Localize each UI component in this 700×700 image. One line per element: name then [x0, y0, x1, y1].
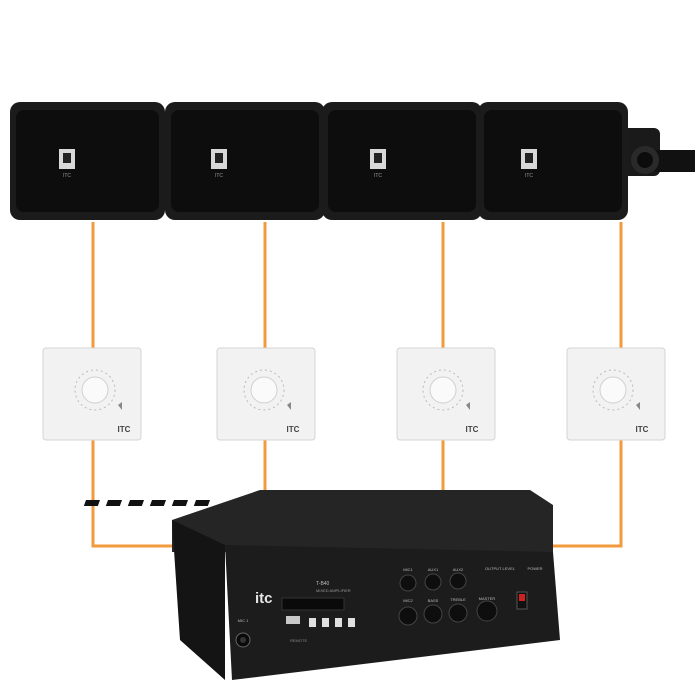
volume-control-brand: ITC — [466, 425, 479, 434]
knob-master[interactable] — [477, 601, 497, 621]
knob-label-aux2: AUX2 — [453, 567, 464, 572]
speaker-4: ITC — [478, 102, 628, 220]
volume-control-brand: ITC — [118, 425, 131, 434]
speaker-3: ITC — [322, 102, 482, 220]
player-button-mode[interactable] — [348, 618, 355, 627]
volume-control-2: ITC — [217, 348, 315, 440]
player-button-play[interactable] — [322, 618, 329, 627]
wire-control-1 — [93, 440, 175, 546]
volume-control-brand: ITC — [636, 425, 649, 434]
player-button-next[interactable] — [335, 618, 342, 627]
knob-mic2[interactable] — [399, 607, 417, 625]
player-button-prev[interactable] — [309, 618, 316, 627]
knob-bass[interactable] — [424, 605, 442, 623]
wire-control-4 — [545, 440, 621, 546]
volume-control-brand: ITC — [287, 425, 300, 434]
player-display — [282, 598, 344, 610]
amplifier: itc T-B40 MIXED AMPLIFIER REMOTE MIC1 AU… — [84, 490, 560, 680]
amplifier-model: T-B40 — [316, 581, 330, 587]
vent-slots — [84, 500, 210, 506]
power-label: POWER — [527, 566, 542, 571]
speaker-logo: ITC — [374, 173, 382, 179]
knob-label-treble: TREBLE — [450, 597, 466, 602]
knob-treble[interactable] — [449, 604, 467, 622]
volume-control-4: ITC — [567, 348, 665, 440]
amplifier-brand: itc — [255, 590, 273, 607]
knob-icon — [251, 377, 277, 403]
speaker-logo: ITC — [525, 173, 533, 179]
knob-label-bass: BASS — [428, 598, 439, 603]
player-label: REMOTE — [290, 638, 307, 643]
knob-icon — [82, 377, 108, 403]
knob-label-master: MASTER — [479, 596, 496, 601]
speaker-logo: ITC — [63, 173, 71, 179]
knob-icon — [430, 377, 456, 403]
output-level-label: OUTPUT LEVEL — [485, 566, 516, 571]
volume-control-1: ITC — [43, 348, 141, 440]
volume-controls-row: ITC ITC ITC ITC — [43, 348, 665, 440]
amplifier-subtitle: MIXED AMPLIFIER — [316, 588, 351, 593]
knob-icon — [600, 377, 626, 403]
speakers-row: ITC ITC ITC ITC — [10, 102, 695, 220]
speaker-1: ITC — [10, 102, 165, 220]
input-label: MIC 1 — [238, 618, 249, 623]
speaker-logo: ITC — [215, 173, 223, 179]
speaker-2: ITC — [165, 102, 325, 220]
knob-label-mic2: MIC2 — [403, 598, 413, 603]
knob-aux2[interactable] — [450, 573, 466, 589]
knob-label-mic1: MIC1 — [403, 567, 413, 572]
usb-port-icon[interactable] — [286, 616, 300, 624]
knob-label-aux1: AUX1 — [428, 567, 439, 572]
knob-aux1[interactable] — [425, 574, 441, 590]
knob-mic1[interactable] — [400, 575, 416, 591]
volume-control-3: ITC — [397, 348, 495, 440]
